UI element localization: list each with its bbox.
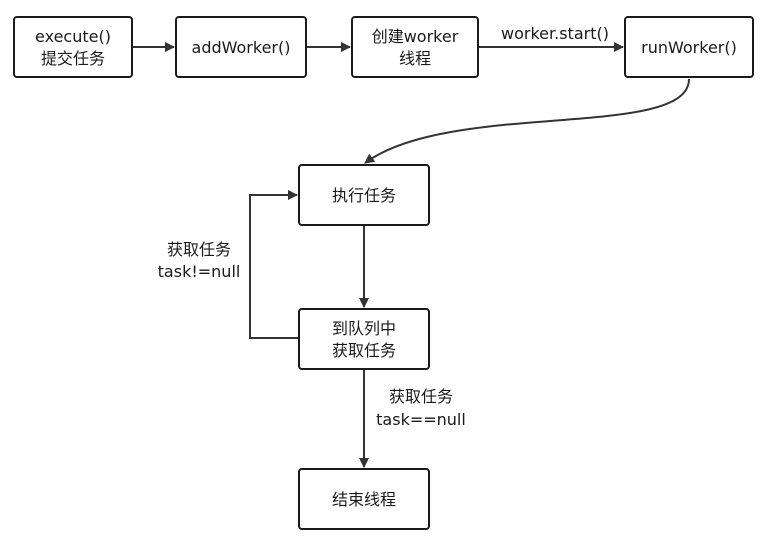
loop-label-line-2: task!=null <box>158 262 241 281</box>
edge-label-task-not-null: 获取任务 task!=null <box>158 240 241 281</box>
node-execute-line-1: execute() <box>35 27 111 46</box>
node-execute-line-2: 提交任务 <box>41 49 105 68</box>
worker-start-label: worker.start() <box>501 24 609 43</box>
loop-label-line-1: 获取任务 <box>167 240 231 259</box>
node-get-task-line-2: 获取任务 <box>332 341 396 360</box>
end-label-line-1: 获取任务 <box>389 387 453 406</box>
node-run-task: 执行任务 <box>298 164 430 226</box>
node-create-thread-line-1: 创建worker <box>372 27 459 46</box>
node-get-task: 到队列中 获取任务 <box>298 308 430 370</box>
node-addworker-label: addWorker() <box>192 38 291 57</box>
node-create-thread: 创建worker 线程 <box>351 16 479 78</box>
node-get-task-line-1: 到队列中 <box>332 319 396 338</box>
edge-label-task-null: 获取任务 task==null <box>376 387 466 429</box>
node-runworker-label: runWorker() <box>641 38 737 57</box>
edge-label-worker-start: worker.start() <box>501 24 609 43</box>
node-run-task-label: 执行任务 <box>332 186 396 205</box>
edge-runworker-to-run-task <box>364 78 690 164</box>
node-end-thread-label: 结束线程 <box>332 490 396 509</box>
end-label-line-2: task==null <box>376 410 466 429</box>
node-create-thread-line-2: 线程 <box>399 49 431 68</box>
edge-get-task-loop-back <box>249 190 299 339</box>
node-execute: execute() 提交任务 <box>13 16 133 78</box>
node-addworker: addWorker() <box>175 16 307 78</box>
node-runworker: runWorker() <box>624 16 754 78</box>
node-end-thread: 结束线程 <box>298 468 430 530</box>
